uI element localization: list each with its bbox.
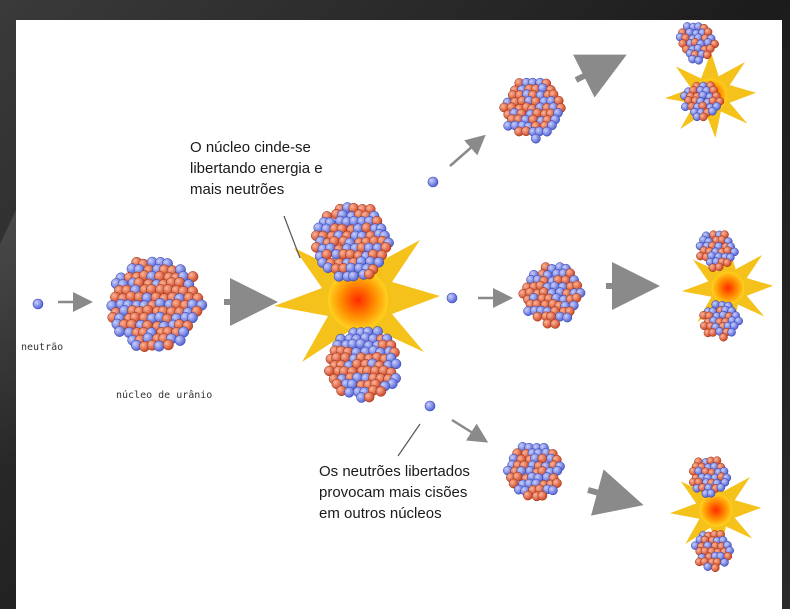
arrow-to-bottom-nucleus	[451, 418, 489, 443]
neutron-particle	[373, 256, 385, 268]
neutron-particle	[343, 387, 355, 398]
fission-note-line-2: libertando energia e	[190, 160, 323, 177]
neutron-particle	[706, 489, 716, 498]
neutron-particle	[708, 106, 717, 116]
free-neutrons	[32, 176, 458, 412]
fission-note-line-3: mais neutrões	[190, 181, 285, 198]
released-note-line-3: em outros núcleos	[319, 505, 442, 522]
proton	[375, 386, 387, 397]
neutron-particle	[716, 483, 726, 492]
arrows	[58, 54, 660, 516]
arrow-bottom-fission	[587, 469, 644, 516]
proton	[363, 391, 375, 403]
nuclei-group	[106, 22, 743, 573]
fragment-bottom-a	[688, 456, 732, 498]
fragment-main-top	[310, 202, 394, 282]
proton	[714, 262, 724, 272]
nucleus-top	[499, 77, 566, 144]
proton	[523, 490, 533, 501]
fragment-top-b	[680, 81, 725, 122]
neutron-particle	[174, 334, 186, 346]
explosion-core	[328, 270, 388, 330]
nucleus-bottom	[503, 442, 565, 502]
diagram-panel: neutrão núcleo de urânio O núcleo cinde-…	[16, 20, 782, 609]
proton	[699, 112, 708, 122]
fragment-bottom-b	[690, 530, 734, 573]
fragment-main-bottom	[324, 326, 402, 403]
fragment-top-a	[675, 22, 719, 65]
fission-diagram	[32, 22, 774, 573]
proton	[702, 50, 712, 60]
proton	[550, 319, 561, 329]
fission-note-line-1: O núcleo cinde-se	[190, 139, 311, 156]
arrow-to-top-nucleus	[449, 134, 486, 167]
neutron-particle	[720, 558, 729, 567]
incoming-neutron	[32, 298, 44, 310]
neutron-particle	[703, 562, 713, 571]
fragment-middle-a	[695, 230, 739, 272]
uranium-nucleus-label: núcleo de urânio	[116, 390, 213, 401]
neutron-particle	[548, 485, 558, 496]
uranium-nucleus	[106, 256, 208, 352]
released-neutron-middle	[446, 292, 458, 304]
neutron-particle	[547, 120, 557, 131]
neutron-label: neutrão	[21, 342, 64, 353]
pointer-released-note	[397, 423, 421, 457]
nucleus-middle	[518, 262, 586, 329]
proton	[722, 258, 732, 267]
pointer-fission-note	[283, 215, 301, 259]
neutron-particle	[348, 270, 359, 282]
released-note-line-2: provocam mais cisões	[319, 484, 468, 501]
neutron-particle	[562, 312, 573, 323]
neutron-particle	[542, 126, 552, 137]
neutron-particle	[694, 56, 703, 65]
neutron-particle	[727, 328, 736, 337]
released-note-line-1: Os neutrões libertados	[319, 463, 470, 480]
proton	[537, 490, 548, 501]
neutron-particle	[186, 312, 198, 324]
neutron-particle	[390, 358, 402, 370]
released-neutron-top	[427, 176, 439, 188]
explosion-main	[274, 222, 440, 378]
fragment-middle-b	[699, 300, 743, 342]
proton	[532, 311, 543, 322]
neutron-particle	[114, 325, 126, 337]
neutron-particle	[153, 340, 165, 352]
arrow-top-fission	[573, 54, 627, 98]
proton	[711, 563, 720, 573]
proton	[363, 268, 375, 280]
released-neutron-bottom	[424, 400, 436, 412]
proton	[162, 339, 174, 351]
explosion-bottom	[669, 467, 762, 553]
neutron-particle	[530, 133, 541, 144]
proton	[719, 332, 728, 342]
